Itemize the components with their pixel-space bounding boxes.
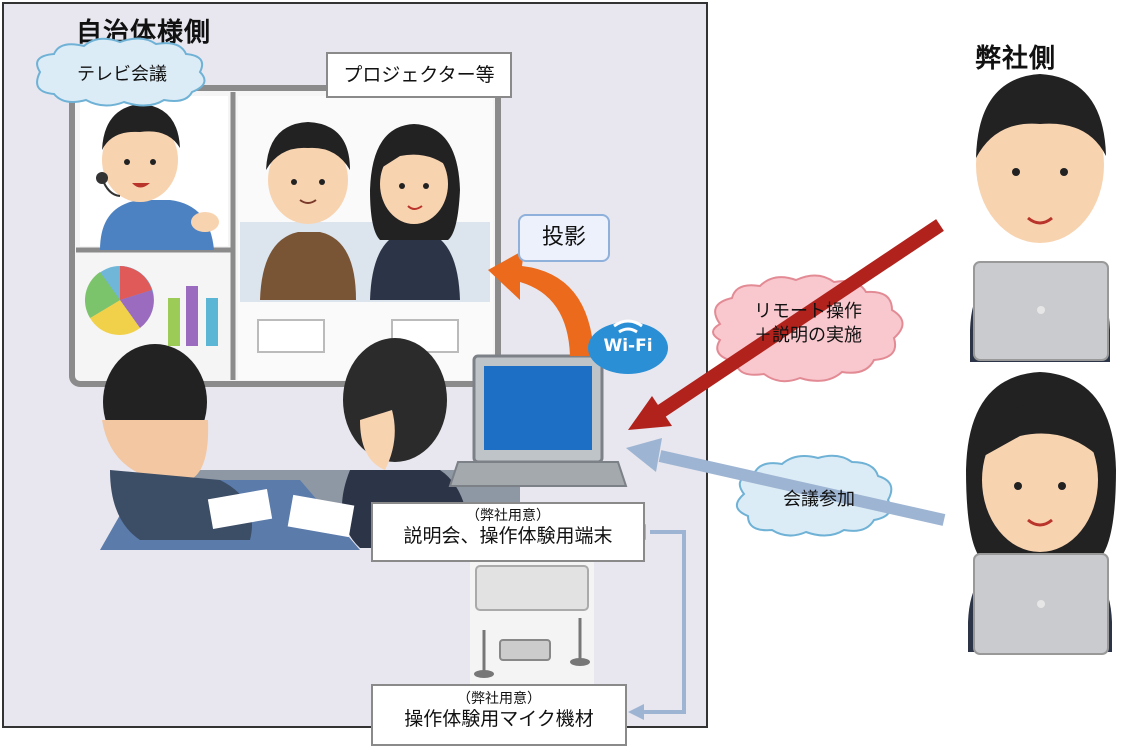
projector-label-box: プロジェクター等 <box>326 52 512 98</box>
mic-box: （弊社用意） 操作体験用マイク機材 <box>371 684 627 746</box>
projection-label: 投影 <box>518 214 610 262</box>
remote-operation-line2: ＋説明の実施 <box>730 324 886 348</box>
join-meeting-label: 会議参加 <box>756 485 882 511</box>
device-box: （弊社用意） 説明会、操作体験用端末 <box>371 502 645 562</box>
join-arrow-head <box>626 438 662 472</box>
device-box-main: 説明会、操作体験用端末 <box>373 525 643 548</box>
tv-meeting-label: テレビ会議 <box>60 60 184 86</box>
laptop-terminal-illustration <box>450 356 626 486</box>
equipment-photo <box>470 562 594 686</box>
meeting-participants-on-screen <box>238 96 493 380</box>
projection-arrow <box>488 250 594 356</box>
device-box-sub: （弊社用意） <box>373 508 643 525</box>
company-staff-man <box>970 74 1110 362</box>
remote-operation-line1: リモート操作 <box>730 300 886 324</box>
mic-box-sub: （弊社用意） <box>373 691 625 708</box>
wifi-label: Wi-Fi <box>596 336 660 356</box>
company-staff-woman <box>966 372 1116 654</box>
mic-box-main: 操作体験用マイク機材 <box>373 708 625 731</box>
remote-presenter-figure <box>80 96 228 250</box>
remote-operation-label: リモート操作 ＋説明の実施 <box>730 300 886 349</box>
